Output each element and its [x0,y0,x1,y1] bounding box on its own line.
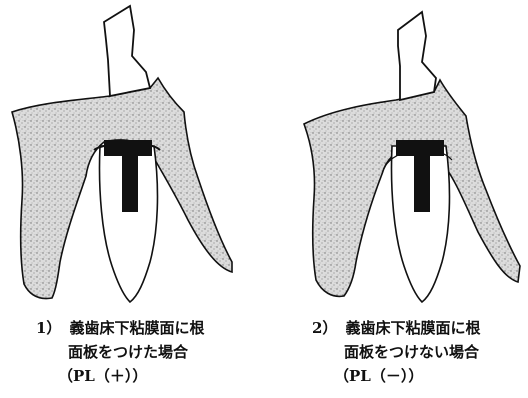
caption-line-2: 面板をつけない場合 [312,340,480,364]
caption-number: 2） [312,316,337,340]
caption-pl-minus: 2） 義歯床下粘膜面に根 面板をつけない場合 （PL（－）） [312,316,480,388]
caption-pl-plus: 1） 義歯床下粘膜面に根 面板をつけた場合 （PL（＋）） [36,316,204,388]
caption-number: 1） [36,316,61,340]
caption-line-2: 面板をつけた場合 [36,340,204,364]
panel-pl-plus-drawing [12,6,232,302]
caption-line-3: （PL（－）） [312,364,480,388]
caption-line-1: 義歯床下粘膜面に根 [345,319,480,337]
crown-right-panel [398,12,436,100]
panel-pl-minus-drawing [304,12,520,302]
crown-left-panel [104,6,150,96]
caption-line-3: （PL（＋）） [36,364,204,388]
caption-line-1: 義歯床下粘膜面に根 [69,319,204,337]
